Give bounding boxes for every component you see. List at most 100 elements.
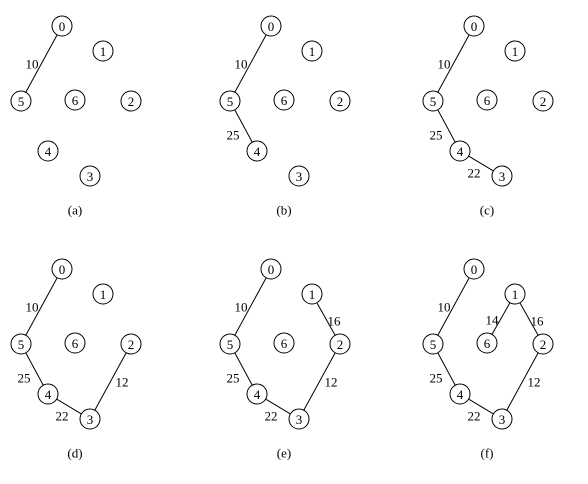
node-circle [532,90,554,112]
panel-caption: (c) [480,203,494,218]
edge-weight-3-2: 12 [116,375,129,390]
node-circle [64,332,86,354]
node-label: 6 [484,336,491,351]
edge-weight-5-4: 25 [227,128,240,143]
node-label: 1 [100,287,107,302]
node-6: 6 [476,89,498,111]
node-circle [532,333,554,355]
node-4: 4 [246,140,268,162]
edge-2-1 [519,302,539,336]
node-circle [37,140,59,162]
node-0: 0 [463,15,485,37]
node-2: 2 [329,333,351,355]
edge-weight-3-2: 12 [325,375,338,390]
node-label: 4 [45,387,52,402]
node-1: 1 [301,283,323,305]
edge-4-3 [468,398,494,415]
node-1: 1 [504,40,526,62]
node-label: 0 [59,19,66,34]
node-circle [491,165,513,187]
node-label: 1 [512,287,519,302]
node-circle [476,89,498,111]
node-circle [301,283,323,305]
node-label: 6 [72,93,79,108]
node-label: 4 [457,387,464,402]
edge-5-4 [437,352,456,386]
edge-weight-2-1: 16 [328,314,342,329]
node-circle [288,408,310,430]
node-circle [329,90,351,112]
node-label: 6 [484,93,491,108]
node-label: 1 [309,44,316,59]
edge-weight-5-4: 25 [430,128,443,143]
node-circle [37,383,59,405]
node-3: 3 [288,408,310,430]
node-circle [246,140,268,162]
node-0: 0 [260,258,282,280]
node-circle [273,332,295,354]
node-0: 0 [51,258,73,280]
node-label: 3 [296,169,303,184]
node-1: 1 [504,283,526,305]
node-label: 2 [128,337,135,352]
node-circle [260,15,282,37]
node-label: 5 [18,337,25,352]
edge-weight-4-3: 22 [468,409,481,424]
node-4: 4 [449,140,471,162]
edge-weight-0-5: 10 [235,300,248,315]
node-circle [329,333,351,355]
edge-weight-5-4: 25 [18,371,31,386]
edge-5-4 [437,109,456,143]
node-circle [10,333,32,355]
node-label: 2 [337,337,344,352]
edge-weight-0-5: 10 [438,300,451,315]
edge-0-5 [234,34,267,93]
edge-4-3 [468,155,494,172]
node-label: 4 [254,387,261,402]
node-4: 4 [449,383,471,405]
node-5: 5 [10,333,32,355]
node-label: 3 [499,169,506,184]
edge-weight-4-3: 22 [468,166,481,181]
node-label: 5 [430,94,437,109]
node-label: 3 [87,169,94,184]
node-6: 6 [64,89,86,111]
node-label: 3 [499,412,506,427]
node-circle [504,40,526,62]
panel-caption: (a) [68,203,82,218]
edge-weight-0-5: 10 [438,57,451,72]
edge-1-6 [491,302,511,335]
node-circle [92,283,114,305]
edge-3-2 [506,352,539,411]
node-label: 6 [281,93,288,108]
node-circle [422,333,444,355]
node-label: 6 [72,336,79,351]
edge-0-5 [437,34,470,93]
node-3: 3 [491,408,513,430]
node-circle [301,40,323,62]
node-circle [79,165,101,187]
node-label: 5 [227,337,234,352]
node-6: 6 [64,332,86,354]
node-6: 6 [273,332,295,354]
node-3: 3 [288,165,310,187]
node-circle [51,15,73,37]
node-2: 2 [532,333,554,355]
node-label: 1 [309,287,316,302]
node-label: 3 [296,412,303,427]
edge-4-3 [265,398,291,415]
edge-5-4 [234,109,253,143]
node-circle [422,90,444,112]
node-5: 5 [219,90,241,112]
node-3: 3 [491,165,513,187]
node-circle [246,383,268,405]
node-circle [120,333,142,355]
node-circle [476,332,498,354]
node-circle [463,258,485,280]
panel-caption: (d) [67,446,82,461]
edge-0-5 [25,277,58,336]
